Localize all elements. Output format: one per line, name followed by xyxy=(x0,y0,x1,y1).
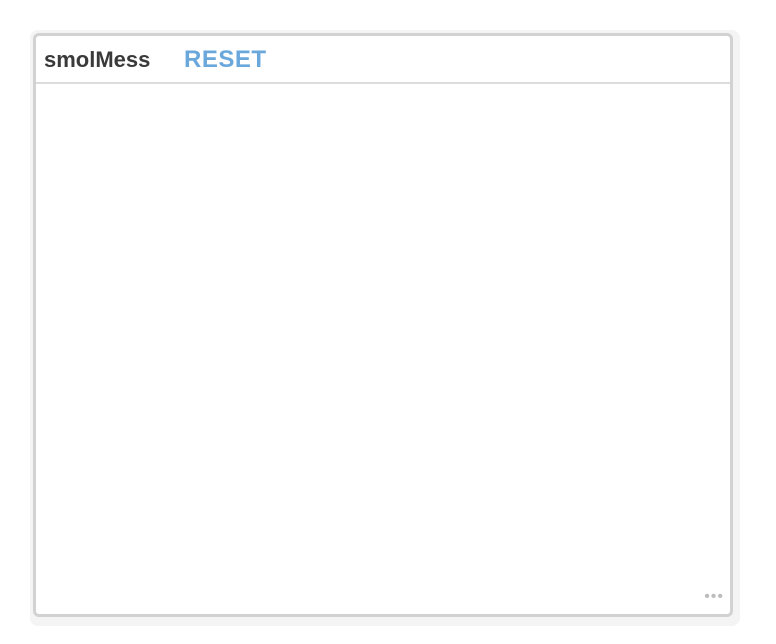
app-title: smolMess xyxy=(44,47,151,72)
more-menu-icon[interactable]: ••• xyxy=(704,588,724,605)
reset-button[interactable]: RESET xyxy=(184,46,267,73)
panel-header: smolMess RESET xyxy=(36,36,730,84)
statechart-panel: smolMess RESET ••• xyxy=(33,33,733,617)
